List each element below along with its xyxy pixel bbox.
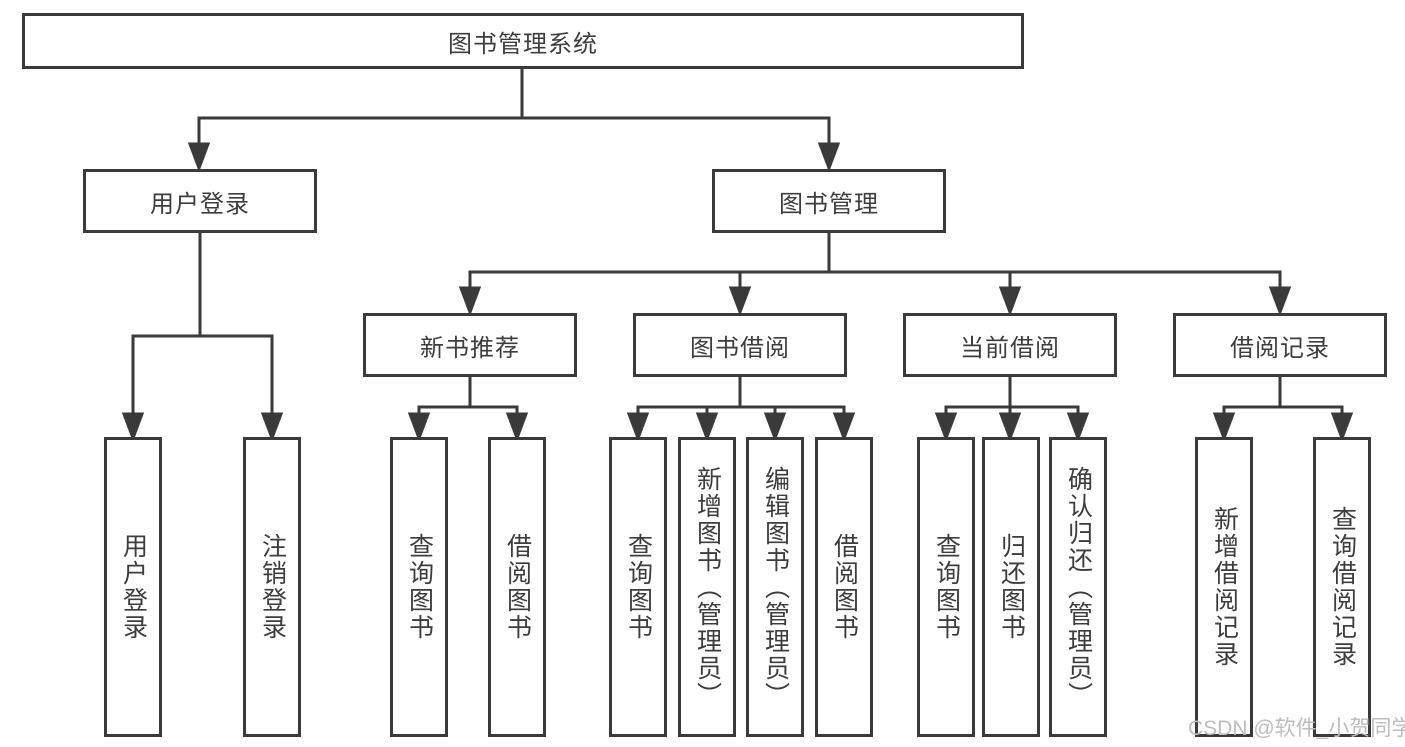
node-leaf-add-book-admin: 新增图书（管理员） [678, 437, 736, 737]
leaf-label: 新增图书（管理员） [693, 465, 722, 709]
node-leaf-query-books-2: 查询图书 [609, 437, 667, 737]
node-leaf-query-books-1: 查询图书 [390, 437, 448, 737]
leaf-label: 查询图书 [624, 533, 653, 641]
leaf-label: 新增借阅记录 [1210, 506, 1239, 668]
csdn-watermark: CSDN @软件_小贺同学 [1188, 717, 1405, 740]
node-leaf-borrow-books-2: 借阅图书 [815, 437, 873, 737]
node-book-management: 图书管理 [712, 169, 946, 233]
leaf-label: 借阅图书 [503, 533, 532, 641]
connector-book-management-children [458, 233, 1292, 317]
connector-user-login-children [121, 233, 284, 443]
leaf-label: 归还图书 [997, 533, 1026, 641]
connector-root-to-level2 [187, 66, 841, 173]
node-new-book-recommendation: 新书推荐 [363, 313, 577, 377]
node-book-borrowing: 图书借阅 [633, 313, 847, 377]
leaf-label: 用户登录 [119, 533, 148, 641]
leaf-label: 查询图书 [932, 533, 961, 641]
leaf-label: 编辑图书（管理员） [761, 465, 790, 709]
node-leaf-borrow-books-1: 借阅图书 [488, 437, 546, 737]
node-library-management-system: 图书管理系统 [22, 13, 1024, 69]
node-leaf-query-borrow-record: 查询借阅记录 [1313, 437, 1371, 737]
connector-records-children [1212, 377, 1354, 443]
connector-borrowing-children [626, 377, 856, 443]
node-leaf-return-books: 归还图书 [982, 437, 1040, 737]
node-user-login: 用户登录 [83, 169, 317, 233]
leaf-label: 查询借阅记录 [1328, 506, 1357, 668]
node-leaf-query-books-3: 查询图书 [917, 437, 975, 737]
connector-current-borrowing-children [934, 377, 1090, 443]
connector-new-book-children [407, 377, 529, 443]
leaf-label: 确认归还（管理员） [1064, 465, 1093, 709]
node-leaf-confirm-return-admin: 确认归还（管理员） [1049, 437, 1107, 737]
leaf-label: 注销登录 [258, 533, 287, 641]
node-leaf-add-borrow-record: 新增借阅记录 [1195, 437, 1253, 737]
node-borrowing-records: 借阅记录 [1173, 313, 1387, 377]
node-leaf-user-login: 用户登录 [104, 437, 162, 737]
node-current-borrowing: 当前借阅 [903, 313, 1117, 377]
leaf-label: 借阅图书 [830, 533, 859, 641]
node-leaf-logout: 注销登录 [243, 437, 301, 737]
leaf-label: 查询图书 [405, 533, 434, 641]
node-leaf-edit-book-admin: 编辑图书（管理员） [746, 437, 804, 737]
